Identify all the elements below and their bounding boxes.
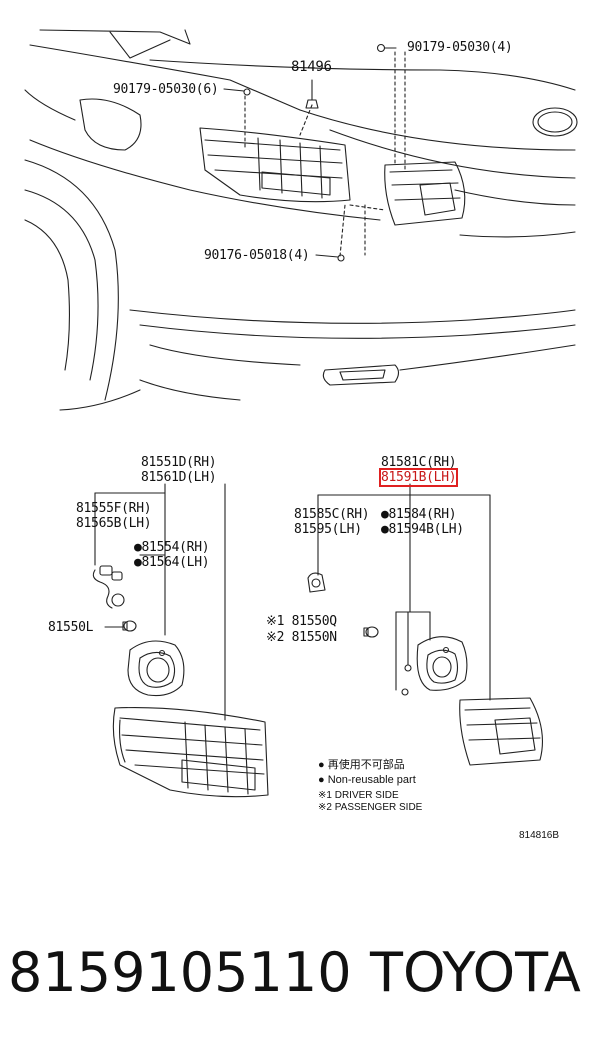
callout-81554-rh: ●81554(RH) <box>134 540 210 555</box>
callout-81561d-lh: 81561D(LH) <box>141 470 217 485</box>
callout-81585c-rh: 81585C(RH) <box>294 507 370 522</box>
legend-non-reusable: ● Non-reusable part <box>318 774 416 786</box>
inner-socket-icon <box>307 572 326 593</box>
callout-81564-lh: ●81564(LH) <box>134 555 210 570</box>
callout-81565b-lh: 81565B(LH) <box>76 516 152 531</box>
callout-90179-05030-4: 90179-05030(4) <box>407 40 513 55</box>
bolt-icon <box>376 43 386 53</box>
legend-japanese: ● 再使用不可部品 <box>318 759 405 771</box>
callout-81594b-lh: ●81594B(LH) <box>381 522 464 537</box>
callout-81581c-rh: 81581C(RH) <box>381 455 457 470</box>
gasket-icon <box>127 640 185 697</box>
parts-diagram: 90179-05030(4) 81496 90179-05030(6) 9017… <box>24 29 578 841</box>
callout-81550q: ※1 81550Q <box>266 614 337 629</box>
callout-81595-lh: 81595(LH) <box>294 522 362 537</box>
inner-lamp-assembly-icon <box>459 697 543 766</box>
callout-81550l: 81550L <box>48 620 94 635</box>
callout-81551d-rh: 81551D(RH) <box>141 455 217 470</box>
callout-81591b-lh-highlighted[interactable]: 81591B(LH) <box>378 468 459 487</box>
nut-icon <box>337 254 345 262</box>
callout-90179-05030-6: 90179-05030(6) <box>113 82 219 97</box>
inner-lamp-exploded-lines <box>317 483 491 701</box>
diagram-code: 814816B <box>519 830 560 841</box>
outer-tail-lamp-installed <box>199 127 351 203</box>
callout-81550n: ※2 81550N <box>266 630 337 645</box>
legend-driver-side: ※1 DRIVER SIDE <box>318 790 399 801</box>
bolt-icon <box>243 88 251 96</box>
inner-gasket-icon <box>416 636 468 691</box>
inner-bulb-icon <box>363 626 379 638</box>
part-footer: 8159105110 TOYOTA <box>0 935 600 1015</box>
callout-81555f-rh: 81555F(RH) <box>76 501 152 516</box>
diagram-linework <box>24 29 578 798</box>
part-number: 8159105110 <box>8 941 352 1004</box>
socket-harness-icon <box>92 565 125 609</box>
brand-name: TOYOTA <box>370 941 581 1004</box>
nut-icon <box>401 688 409 696</box>
bulb-icon <box>104 620 137 632</box>
nut-icon <box>404 664 412 672</box>
upper-dashed-leaders <box>244 51 406 257</box>
fastener-81496-icon <box>305 99 319 109</box>
callout-81584-rh: ●81584(RH) <box>381 507 457 522</box>
inner-tail-lamp-installed <box>384 161 466 226</box>
vehicle-body-outline <box>24 29 578 411</box>
callout-90176-05018-4: 90176-05018(4) <box>204 248 310 263</box>
outer-lamp-assembly-icon <box>112 707 269 798</box>
outer-lamp-exploded-lines <box>94 483 226 721</box>
legend-passenger-side: ※2 PASSENGER SIDE <box>318 802 423 813</box>
callout-81496: 81496 <box>291 59 332 75</box>
